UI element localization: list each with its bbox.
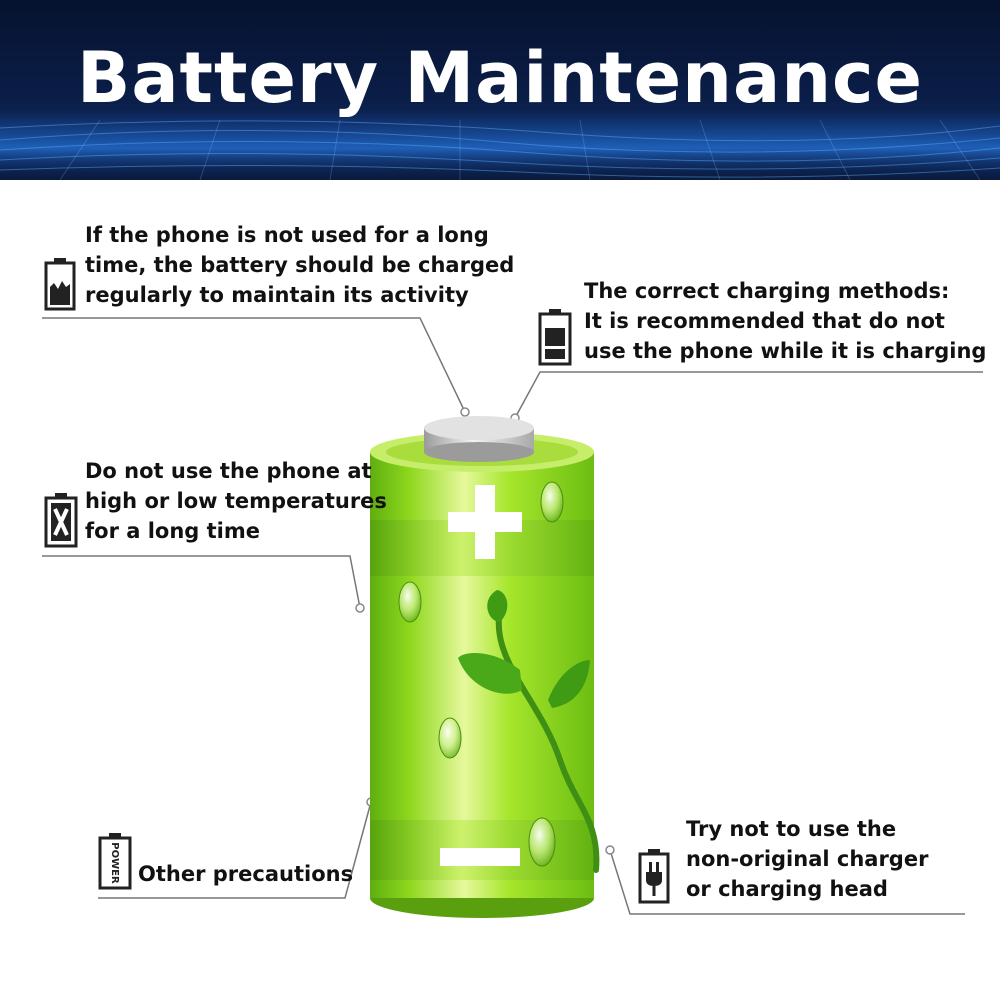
- tip-charging-line: use the phone while it is charging: [584, 339, 987, 363]
- tip-charger-line: non-original charger: [686, 847, 929, 871]
- battery-plug-icon: [638, 849, 670, 904]
- banner-grid-icon: [0, 110, 1000, 180]
- tip-charger: Try not to use the non-original charger …: [686, 814, 928, 904]
- battery-half-icon: [44, 258, 76, 311]
- tip-charger-line: or charging head: [686, 877, 888, 901]
- tip-charging: The correct charging methods: It is reco…: [584, 276, 986, 366]
- battery-power-icon: POWER: [98, 833, 132, 890]
- tip-charger-line: Try not to use the: [686, 817, 897, 841]
- connector-lines: [42, 317, 983, 915]
- tip-temperature-line: high or low temperatures: [85, 489, 387, 513]
- tip-temperature-line: Do not use the phone at: [85, 459, 372, 483]
- tip-temperature-line: for a long time: [85, 519, 260, 543]
- tip-other: Other precautions: [138, 859, 353, 889]
- tip-storage-line: time, the battery should be charged: [85, 253, 515, 277]
- page-title: Battery Maintenance: [76, 37, 924, 119]
- header-banner: Battery Maintenance: [0, 0, 1000, 180]
- tip-temperature: Do not use the phone at high or low temp…: [85, 456, 387, 546]
- battery-charging-icon: [538, 309, 572, 366]
- tip-charging-line: It is recommended that do not: [584, 309, 945, 333]
- tip-storage-line: If the phone is not used for a long: [85, 223, 489, 247]
- green-battery-icon: [370, 416, 600, 918]
- tip-other-line: Other precautions: [138, 862, 354, 886]
- battery-x-icon: [44, 493, 78, 548]
- tip-storage: If the phone is not used for a long time…: [85, 220, 514, 310]
- tip-storage-line: regularly to maintain its activity: [85, 283, 469, 307]
- power-label: POWER: [109, 842, 120, 884]
- tip-charging-line: The correct charging methods:: [584, 279, 950, 303]
